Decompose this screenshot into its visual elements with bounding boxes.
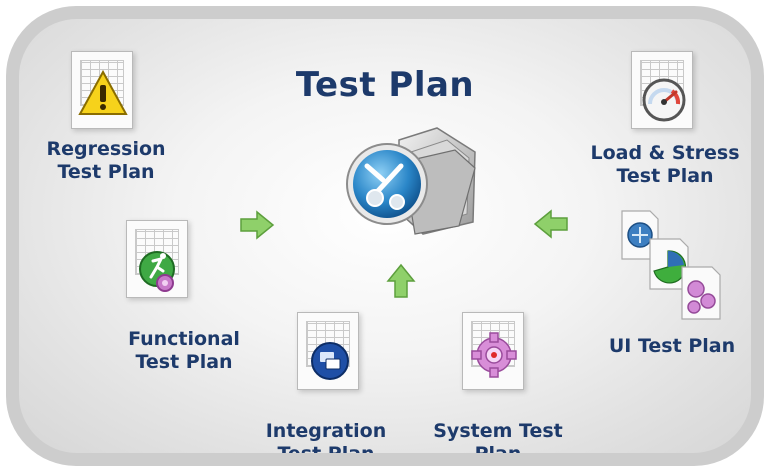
- diagram-frame: Test Plan: [6, 6, 764, 466]
- load-stress-doc: [631, 51, 693, 129]
- functional-label: Functional Test Plan: [128, 328, 240, 373]
- integration-doc: [297, 312, 359, 390]
- regression-doc: [71, 51, 133, 129]
- network-monitor-icon: [310, 341, 350, 381]
- system-doc: [462, 312, 524, 390]
- runner-gear-icon: [137, 249, 179, 293]
- speedometer-icon: [642, 78, 686, 122]
- pink-gear-icon: [469, 329, 519, 381]
- integration-label: Integration Test Plan: [265, 420, 387, 453]
- load-stress-label: Load & Stress Test Plan: [590, 142, 740, 187]
- arrow-right: [239, 210, 275, 240]
- diagram-title: Test Plan: [295, 65, 475, 105]
- tools-folder-icon: [337, 122, 487, 242]
- system-label: System Test Plan: [433, 420, 563, 453]
- functional-doc: [126, 220, 188, 298]
- arrow-left: [533, 209, 569, 239]
- diagram-panel: Test Plan: [19, 19, 751, 453]
- ui-label: UI Test Plan: [608, 335, 736, 357]
- warning-triangle-icon: [78, 70, 128, 118]
- regression-label: Regression Test Plan: [46, 138, 166, 183]
- stacked-documents-icon: [614, 209, 734, 329]
- arrow-up: [386, 263, 416, 299]
